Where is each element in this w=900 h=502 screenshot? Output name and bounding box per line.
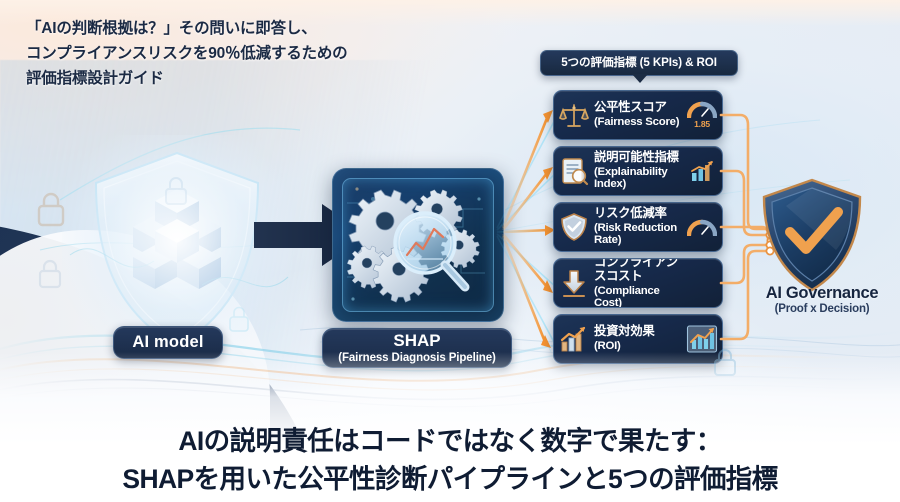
kpi-card-compliance-cost[interactable]: コンプライアンスコスト (Compliance Cost) (553, 258, 723, 308)
ai-governance-node (756, 176, 868, 294)
growth-chart-icon (686, 325, 718, 353)
scales-balance-icon (554, 100, 594, 130)
kpi-card-fairness-score[interactable]: 公平性スコア (Fairness Score) 1.85 (553, 90, 723, 140)
kpi-text-block: 公平性スコア (Fairness Score) (594, 100, 682, 129)
kpi-label-en: (Compliance Cost) (594, 284, 660, 308)
header-line-3: 評価指標設計ガイド (26, 70, 164, 88)
padlock-icon (37, 192, 65, 227)
kpi-extra-block (682, 160, 722, 182)
kpi-label-en: (Explainability Index) (594, 165, 668, 191)
kpi-extra-block (682, 324, 722, 354)
kpi-label-jp: コンプライアンスコスト (594, 258, 678, 283)
header-line-1: 「AIの判断根拠は？」その問いに即答し、 (26, 20, 317, 37)
shap-title: SHAP (393, 331, 441, 350)
banner-line-2: SHAPを用いた公平性診断パイプラインと5つの評価指標 (122, 463, 778, 494)
banner-line-1: AIの説明責任はコードではなく数字で果たす： (178, 426, 722, 457)
kpi-text-block: コンプライアンスコスト (Compliance Cost) (594, 258, 682, 308)
growth-bars-icon (554, 325, 594, 353)
bottom-banner: AIの説明責任はコードではなく数字で果たす： SHAPを用いた公平性診断パイプラ… (0, 425, 900, 496)
bottom-white-base (0, 352, 900, 502)
kpi-extra-block (682, 219, 722, 236)
governance-title: AI Governance (765, 284, 879, 302)
document-magnifier-icon (554, 156, 594, 186)
kpi-extra-block: 1.85 (682, 101, 722, 129)
shap-inner-frame (342, 178, 494, 312)
kpi-label-jp: リスク低減率 (594, 205, 667, 220)
kpi-text-block: リスク低減率 (Risk Reduction Rate) (594, 205, 682, 247)
shap-node (332, 168, 504, 322)
kpi-label-en: (ROI) (594, 340, 621, 353)
header-line-2: コンプライアンスリスクを90％低減するための (26, 45, 348, 63)
shield-check-icon (554, 212, 594, 242)
gauge-icon (687, 219, 717, 236)
kpi-card-risk-reduction-rate[interactable]: リスク低減率 (Risk Reduction Rate) (553, 202, 723, 252)
bar-chart-icon (691, 161, 713, 181)
gauge-value: 1.85 (694, 119, 710, 129)
kpi-group-badge: 5つの評価指標 (5 KPIs) & ROI (540, 50, 738, 83)
kpi-label-jp: 説明可能性指標 (594, 149, 679, 164)
padlock-icon (38, 259, 62, 289)
kpi-text-block: 投資対効果 (ROI) (594, 324, 682, 353)
page-title: 「AIの判断根拠は？」その問いに即答し、 コンプライアンスリスクを90％低減する… (26, 16, 496, 91)
gauge-icon (687, 101, 717, 118)
governance-subtitle: (Proof x Decision) (774, 303, 870, 315)
shield-checkmark-icon (762, 178, 862, 292)
top-warm-fade (0, 0, 900, 26)
kpi-card-explainability-index[interactable]: 説明可能性指標 (Explainability Index) (553, 146, 723, 196)
gears-magnifier-icon (346, 187, 485, 303)
down-arrow-icon (554, 268, 594, 298)
shap-to-kpi-connectors (496, 107, 560, 353)
kpi-label-en: (Fairness Score) (594, 116, 680, 129)
kpi-label-en: (Risk Reduction Rate) (594, 221, 677, 247)
kpi-label-jp: 投資対効果 (594, 324, 655, 339)
kpi-label-jp: 公平性スコア (594, 100, 667, 115)
kpi-text-block: 説明可能性指標 (Explainability Index) (594, 149, 682, 191)
